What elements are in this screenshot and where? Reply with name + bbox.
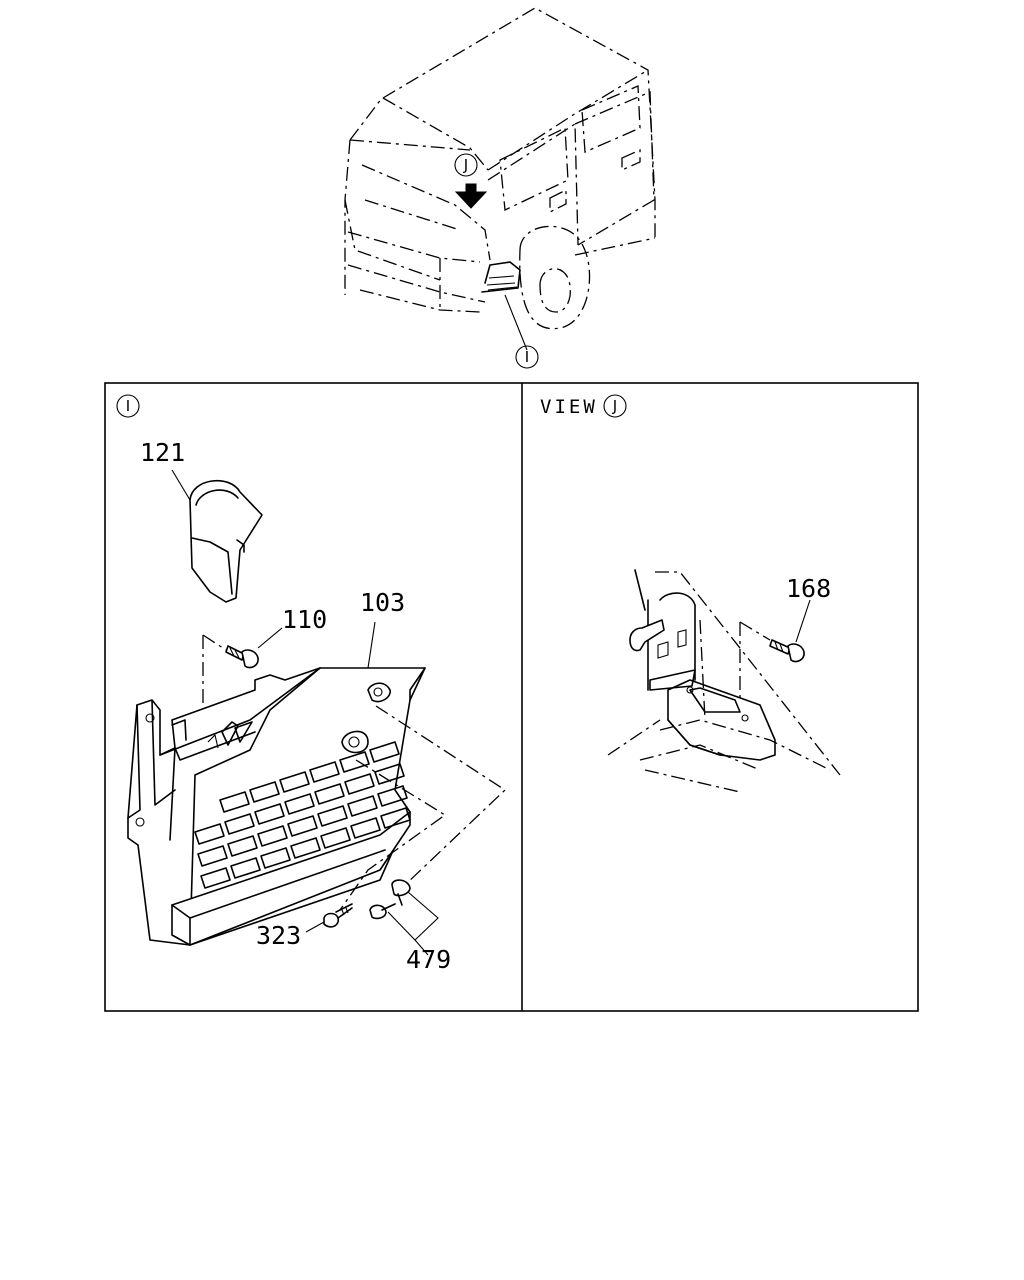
view-arrow — [454, 183, 488, 209]
part-168-bolt — [769, 639, 805, 663]
part-121-label: 121 — [140, 438, 185, 467]
grating-slot — [260, 847, 291, 869]
detail-frame — [104, 382, 919, 1012]
grating-slot — [230, 857, 261, 879]
part-168-label: 168 — [786, 574, 831, 603]
grating-slot — [309, 761, 340, 783]
grating-slot — [200, 867, 231, 889]
callout-j-top: J — [454, 153, 478, 177]
part-323-screw — [323, 903, 353, 928]
part-323-label: 323 — [256, 921, 301, 950]
grating-slot — [347, 795, 378, 817]
callout-j-top-label: J — [463, 156, 468, 174]
grating-slot — [284, 793, 315, 815]
grating-slot — [290, 837, 321, 859]
grating-slot — [350, 817, 381, 839]
grating-slot — [314, 783, 345, 805]
part-479-clips — [369, 879, 411, 920]
grating-slot — [377, 785, 408, 807]
grating-slot — [339, 751, 370, 773]
grating-slot — [369, 741, 400, 763]
grating-slot — [279, 771, 310, 793]
grating-slot — [287, 815, 318, 837]
grating-slot — [374, 763, 405, 785]
grating-slot — [194, 823, 225, 845]
part-121-cover — [189, 479, 263, 603]
grating-slot — [320, 827, 351, 849]
grating-slot — [254, 803, 285, 825]
grating-slot — [257, 825, 288, 847]
grating-slot — [219, 791, 250, 813]
part-110-label: 110 — [282, 605, 327, 634]
part-479-label: 479 — [406, 945, 451, 974]
step-grating — [194, 741, 411, 889]
grating-slot — [344, 773, 375, 795]
part-103-label: 103 — [360, 588, 405, 617]
grating-slot — [224, 813, 255, 835]
panel-j-label: J — [612, 397, 617, 415]
step-highlight — [481, 261, 521, 293]
callout-i-top: I — [515, 345, 539, 369]
part-110-bolt — [225, 645, 259, 669]
grating-slot — [197, 845, 228, 867]
grating-slot — [380, 807, 411, 829]
view-j-detail — [607, 569, 841, 793]
grating-slot — [317, 805, 348, 827]
callout-i-top-label: I — [525, 348, 529, 366]
panel-i-label: I — [126, 397, 130, 415]
truck-overview — [344, 7, 656, 351]
grating-slot — [249, 781, 280, 803]
panel-i-header: I — [116, 394, 140, 418]
grating-slot — [227, 835, 258, 857]
panel-j-header: VIEW J — [540, 394, 627, 418]
view-label: VIEW — [540, 396, 598, 418]
